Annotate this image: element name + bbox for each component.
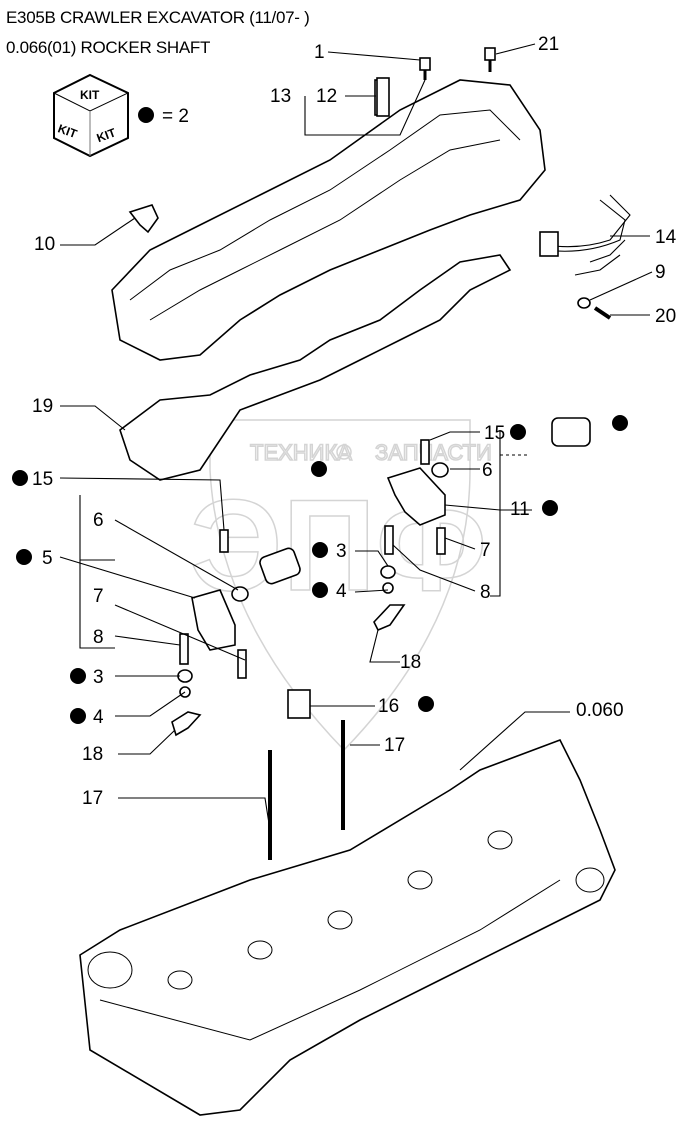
section-title: 0.066(01) ROCKER SHAFT [6, 38, 211, 57]
callout-label[interactable]: 4 [93, 707, 104, 728]
dowel-12 [376, 77, 390, 117]
callout-label[interactable]: 3 [336, 541, 347, 562]
kit-dot-icon [510, 424, 526, 440]
bushing-right [551, 417, 591, 447]
bracket-16 [287, 689, 311, 719]
callout-label[interactable]: 12 [316, 86, 337, 107]
callout-label[interactable]: 13 [270, 86, 291, 107]
bridge-18-right [373, 604, 406, 632]
bolt-15-right [420, 439, 430, 465]
kit-label-top: KIT [80, 88, 100, 102]
callout-label[interactable]: 15 [32, 469, 53, 490]
cylinder-head [79, 738, 616, 1116]
callout-label[interactable]: 7 [93, 586, 104, 607]
watermark-text-left: ТЕХНИКА [250, 440, 352, 465]
callout-label[interactable]: 1 [314, 42, 325, 63]
callout-label[interactable]: 5 [42, 548, 53, 569]
callout-label[interactable]: 8 [480, 582, 491, 603]
kit-dot-icon [12, 470, 28, 486]
callout-label[interactable]: 18 [400, 652, 421, 673]
rocker-arm-right [386, 467, 446, 526]
kit-dot-legend-text: = 2 [162, 106, 189, 127]
screw-20 [593, 306, 612, 320]
kit-dot-icon [612, 415, 628, 431]
kit-dot-icon [542, 500, 558, 516]
callout-label[interactable]: 6 [482, 460, 493, 481]
model-title: E305B CRAWLER EXCAVATOR (11/07- ) [6, 8, 310, 27]
callout-label[interactable]: 14 [655, 227, 677, 248]
callout-label[interactable]: 16 [378, 696, 399, 717]
callout-label[interactable]: 11 [510, 499, 530, 520]
bolt-15-left [219, 529, 229, 553]
leader-lines [59, 43, 653, 831]
kit-dot-icon [16, 549, 32, 565]
cap-3-mid [380, 565, 396, 579]
wiring-harness [539, 194, 631, 276]
gear-icon [336, 444, 352, 460]
stud-7-right [436, 527, 446, 555]
bolt-21 [484, 47, 496, 72]
kit-dot-icon [418, 696, 434, 712]
nut-6-left [231, 586, 249, 602]
callout-label[interactable]: 7 [480, 540, 491, 561]
washer-9 [577, 297, 591, 309]
callout-label[interactable]: 8 [93, 627, 104, 648]
cap-3-left [177, 669, 193, 683]
pin-8-right [384, 525, 394, 555]
bolt-1 [419, 57, 431, 80]
watermark-text-right: ЗАПЧАСТИ [375, 440, 492, 465]
callout-label[interactable]: 18 [82, 744, 103, 765]
kit-dot-icon [312, 582, 328, 598]
stud-7-left [237, 649, 247, 679]
callout-label[interactable]: 20 [655, 306, 676, 327]
kit-dot-icon [70, 668, 86, 684]
kit-dot-icon [138, 107, 154, 123]
gasket [119, 254, 512, 481]
kit-dot-icon [70, 708, 86, 724]
callout-label[interactable]: 10 [34, 234, 55, 255]
callout-label[interactable]: 9 [655, 262, 666, 283]
kit-legend: KIT KIT KIT = 2 [53, 73, 189, 158]
bushing-left [259, 547, 301, 585]
callout-label[interactable]: 0.060 [576, 700, 624, 721]
kit-label-right: KIT [95, 125, 119, 145]
nut-6-right [431, 462, 449, 478]
ball-4-mid [382, 582, 394, 594]
rocker-arm-left [191, 589, 236, 651]
callout-label[interactable]: 21 [538, 34, 559, 55]
callout-label[interactable]: 4 [336, 581, 347, 602]
bridge-18-left [171, 711, 202, 737]
pin-8-left [179, 633, 189, 665]
kit-dot-icon [311, 461, 327, 477]
kit-cube-icon: KIT KIT KIT [53, 73, 129, 158]
callout-label[interactable]: 19 [32, 396, 53, 417]
callouts: 1 21 13 12 10 14 9 20 19 15 6 11 7 8 15 … [12, 34, 677, 809]
callout-label[interactable]: 17 [82, 788, 103, 809]
callout-label[interactable]: 6 [93, 510, 104, 531]
callout-label[interactable]: 17 [384, 735, 405, 756]
callout-label[interactable]: 3 [93, 667, 104, 688]
callout-label[interactable]: 15 [484, 423, 505, 444]
valve-cover [111, 79, 546, 361]
kit-dot-icon [312, 542, 328, 558]
clip-10 [128, 204, 159, 234]
kit-label-left: KIT [56, 121, 80, 141]
